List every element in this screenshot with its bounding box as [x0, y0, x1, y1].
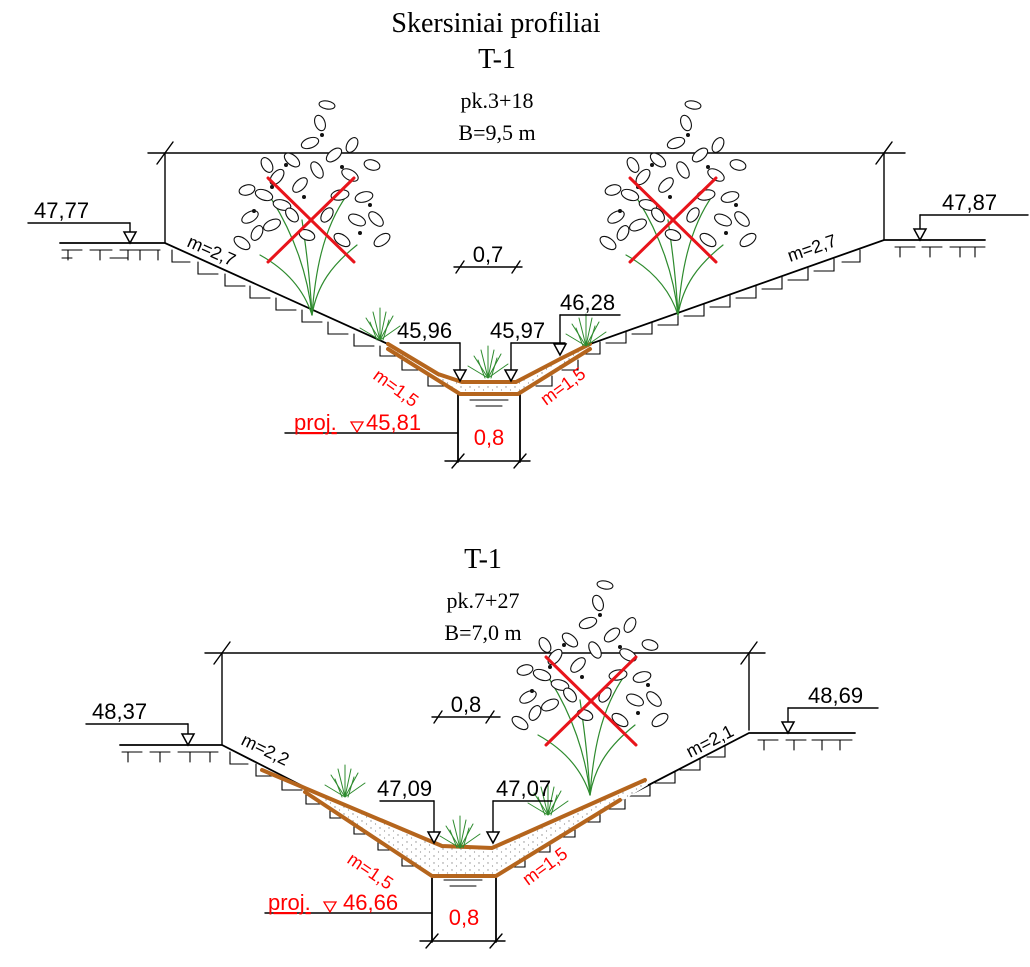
- profile-1-inner-width: 0,7: [473, 242, 504, 267]
- profile-2-right-bank-marker: 48,69: [781, 683, 879, 734]
- profile-2-picket: pk.7+27: [447, 588, 520, 613]
- profile-2-inner-width-dimension: [431, 710, 501, 724]
- profile-1-left-bank-level: 47,77: [34, 198, 89, 223]
- level-marker-icon: [123, 231, 137, 244]
- profile-1-bottom-right-level: 45,97: [490, 318, 545, 343]
- profile-1-proj-marker: proj. 45,81: [284, 410, 459, 435]
- level-marker-icon: [181, 733, 195, 746]
- profile-1-bottom-right-marker: 45,97: [490, 318, 566, 382]
- profile-1-proj-level: 45,81: [366, 410, 421, 435]
- profile-2-left-bank-level: 48,37: [92, 699, 147, 724]
- profile-2-width: B=7,0 m: [444, 620, 521, 645]
- profile-1-bottom-left-level: 45,96: [397, 318, 452, 343]
- profile-2-bottom-right-marker: 47,07: [486, 776, 553, 844]
- profile-2-bottom-width-dimension: [419, 933, 506, 949]
- profile-2-lining-slope-left: m=1,5: [344, 849, 397, 894]
- ground-hatch-icon: [121, 739, 853, 887]
- level-marker-icon: [322, 901, 338, 914]
- profile-1-bottom-width-dimension: [444, 453, 531, 469]
- profile-1-picket: pk.3+18: [461, 88, 534, 113]
- profile-2-lining-sand: [300, 780, 648, 878]
- profile-2-bottom-width: 0,8: [449, 905, 480, 930]
- profile-1-width-dimension: [147, 141, 906, 244]
- profile-1-proj-label: proj.: [294, 410, 337, 435]
- profile-2-proj-marker: proj. 46,66: [264, 890, 433, 915]
- profile-2: T-1 pk.7+27 B=7,0 m: [85, 544, 879, 949]
- cross-out-icon: [266, 176, 718, 264]
- profile-1-left-bank-marker: 47,77: [27, 198, 137, 244]
- level-marker-icon: [553, 343, 567, 356]
- tree-icon: [231, 99, 393, 316]
- profile-2-inner-width: 0,8: [451, 692, 482, 717]
- profile-2-right-bank-level: 48,69: [808, 683, 863, 708]
- profile-1-right-slope: m=2,7: [785, 230, 839, 265]
- cross-out-icon: [544, 655, 638, 747]
- profile-1-inner-width-dimension: [453, 260, 523, 274]
- title-group: Skersiniai profiliai: [391, 8, 600, 39]
- profile-2-right-slope: m=2,1: [683, 721, 737, 762]
- profile-1-lining-slope-left: m=1,5: [370, 365, 423, 411]
- level-marker-icon: [349, 421, 365, 434]
- level-marker-icon: [913, 228, 927, 241]
- profile-1-ground-line: [59, 239, 986, 463]
- ground-hatch-icon: [61, 246, 986, 407]
- profile-1-design-level: 46,28: [560, 290, 615, 315]
- profile-1-right-bank-level: 47,87: [942, 190, 997, 215]
- profile-2-name: T-1: [464, 544, 502, 575]
- sheet-title: Skersiniai profiliai: [391, 8, 600, 39]
- profile-2-bottom-left-level: 47,09: [377, 776, 432, 801]
- profile-1-right-bank-marker: 47,87: [913, 190, 1029, 241]
- profile-2-proj-level: 46,66: [343, 890, 398, 915]
- level-marker-icon: [781, 721, 795, 734]
- profile-2-bottom-right-level: 47,07: [496, 776, 551, 801]
- profile-2-bottom-left-marker: 47,09: [377, 776, 441, 844]
- profile-1-lining-line: [386, 342, 592, 396]
- profile-2-left-bank-marker: 48,37: [85, 699, 195, 746]
- profile-1-bottom-width: 0,8: [474, 425, 505, 450]
- level-marker-icon: [504, 369, 518, 382]
- profile-1-name: T-1: [478, 44, 516, 75]
- tree-icon: [597, 99, 759, 316]
- profile-2-lining-line: [260, 768, 647, 878]
- level-marker-icon: [486, 831, 500, 844]
- profile-1-width: B=9,5 m: [458, 120, 535, 145]
- profile-1-bottom-left-marker: 45,96: [397, 318, 467, 382]
- profile-1: T-1 pk.3+18 B=9,5 m: [27, 44, 1029, 469]
- tree-icon: [509, 579, 671, 796]
- profile-2-width-dimension: [204, 641, 766, 746]
- profile-1-design-level-marker: 46,28: [553, 290, 621, 356]
- profile-2-proj-label: proj.: [268, 890, 311, 915]
